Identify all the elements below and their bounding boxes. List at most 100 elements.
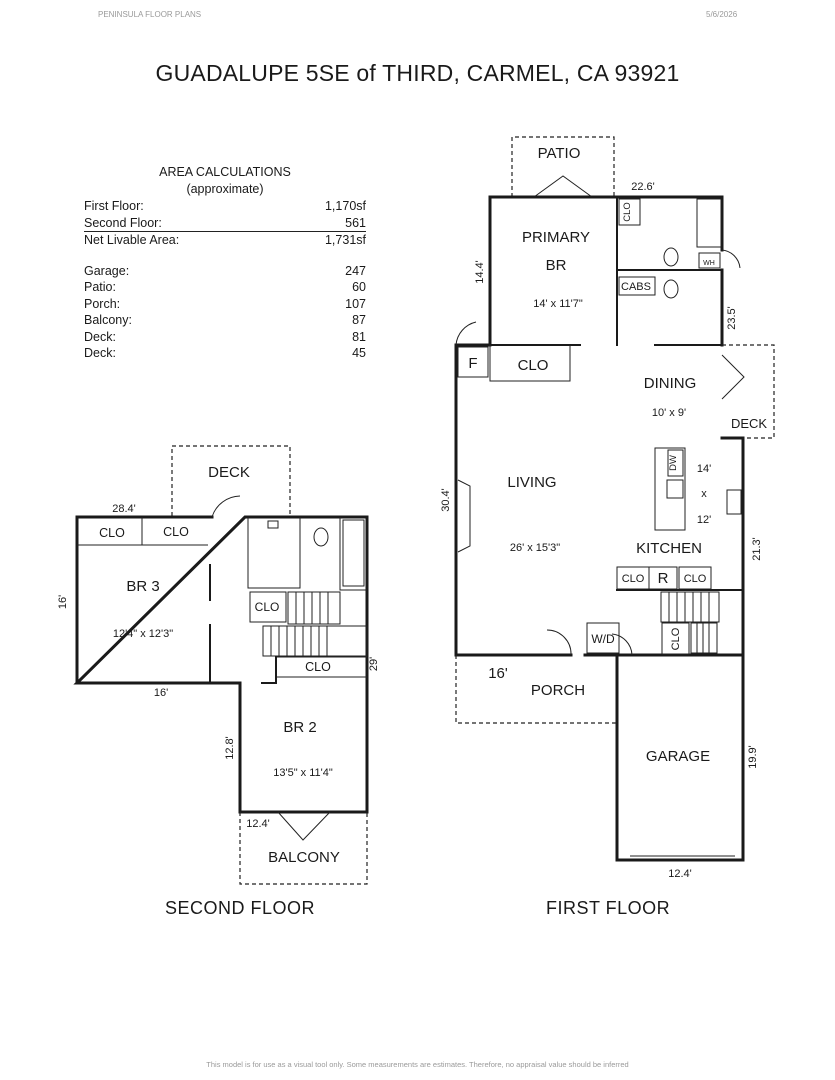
ff-refrigerator-label: R bbox=[658, 570, 669, 587]
area-row-label: Net Livable Area: bbox=[84, 233, 180, 247]
ff-bath-door bbox=[721, 249, 741, 269]
sf-deck-label: DECK bbox=[208, 464, 250, 481]
area-extra-label: Deck: bbox=[84, 329, 116, 344]
ff-wh-label: WH bbox=[703, 260, 715, 267]
sf-stairs bbox=[262, 591, 368, 657]
ff-living-size: 26' x 15'3" bbox=[510, 542, 560, 554]
area-extra-label: Balcony: bbox=[84, 313, 132, 327]
ff-dining-size: 10' x 9' bbox=[652, 407, 686, 419]
area-heading: AREA CALCULATIONS bbox=[159, 165, 291, 179]
ff-entry-door bbox=[455, 321, 477, 346]
first-floor-title: FIRST FLOOR bbox=[546, 898, 671, 918]
sf-deck-outline bbox=[171, 445, 291, 516]
ff-interior-wall bbox=[489, 196, 723, 346]
area-extra-row: Balcony: 87 bbox=[84, 312, 366, 329]
area-extra-row: Deck: 81 bbox=[84, 329, 366, 346]
area-extra-label: Porch: bbox=[84, 296, 121, 311]
sf-br2-name: BR 2 bbox=[283, 719, 316, 736]
ff-kitchen-size-b: 12' bbox=[697, 514, 711, 526]
ff-primary-closet bbox=[618, 198, 641, 226]
sf-dim-right: 29' bbox=[368, 657, 380, 671]
ff-patio-outline bbox=[511, 136, 615, 197]
ff-wall bbox=[615, 588, 745, 862]
area-row-value: 1,731sf bbox=[324, 233, 366, 247]
first-floor-plan: PATIO 22.6' CLO PRIMARY BR 14' x 11'7" 1… bbox=[440, 136, 775, 880]
sf-dim-left: 16' bbox=[57, 595, 69, 609]
sf-deck-door bbox=[211, 495, 241, 518]
area-row-value: 1,170sf bbox=[324, 199, 366, 213]
area-extra-row: Patio: 60 bbox=[84, 279, 366, 296]
area-row-label: First Floor: bbox=[84, 199, 144, 213]
ff-washer-dryer bbox=[586, 622, 620, 654]
sf-hall-closet bbox=[249, 591, 287, 623]
ff-garage-door-swing bbox=[611, 633, 633, 656]
ff-f-box bbox=[457, 346, 489, 378]
ff-wd-label: W/D bbox=[591, 632, 615, 646]
area-extra-value: 81 bbox=[352, 329, 366, 344]
sf-br2-closet bbox=[276, 656, 367, 678]
ff-range bbox=[726, 489, 742, 515]
ff-dim-top: 22.6' bbox=[631, 181, 655, 193]
sf-hall-closet-label: CLO bbox=[255, 600, 280, 614]
sf-balcony-outline bbox=[239, 812, 368, 885]
area-extra-value: 60 bbox=[352, 280, 366, 294]
ff-kitchen-island bbox=[654, 447, 686, 531]
sf-closet-label: CLO bbox=[99, 526, 125, 540]
disclaimer-footer: This model is for use as a visual tool o… bbox=[206, 1060, 629, 1069]
ff-primary-name-2: BR bbox=[546, 257, 567, 274]
sf-br3-size: 12'4" x 12'3" bbox=[113, 628, 173, 640]
ff-dim-primary-left: 14.4' bbox=[474, 260, 486, 284]
ff-wall bbox=[488, 195, 724, 252]
ff-kitchen-closet-label: CLO bbox=[622, 573, 645, 585]
area-row-value: 561 bbox=[345, 215, 366, 230]
ff-kitchen-size-x: x bbox=[701, 488, 707, 500]
ff-living-closet-label: CLO bbox=[518, 357, 549, 374]
sf-br2-closet-label: CLO bbox=[305, 660, 331, 674]
ff-porch-outline bbox=[455, 655, 617, 724]
area-extra-value: 247 bbox=[345, 263, 366, 278]
ff-deck-outline bbox=[722, 344, 775, 439]
page-title: GUADALUPE 5SE of THIRD, CARMEL, CA 93921 bbox=[155, 60, 680, 86]
ff-cabs-label: CABS bbox=[621, 281, 651, 293]
sf-sink-icon bbox=[267, 520, 279, 529]
second-floor-title: SECOND FLOOR bbox=[165, 898, 316, 918]
area-extra-row: Porch:107 bbox=[84, 296, 366, 313]
ff-water-heater bbox=[698, 252, 721, 269]
ff-shower bbox=[696, 198, 722, 248]
ff-living-name: LIVING bbox=[507, 474, 556, 491]
area-extra-value: 45 bbox=[352, 346, 366, 360]
sf-bath-walls bbox=[247, 517, 367, 591]
area-calculations-table: AREA CALCULATIONS (approximate) First Fl… bbox=[84, 164, 366, 362]
sf-shower bbox=[342, 519, 365, 587]
sf-balcony-label: BALCONY bbox=[268, 849, 340, 866]
sf-closet-label: CLO bbox=[163, 525, 189, 539]
area-row: First Floor: 1,170sf bbox=[84, 198, 366, 215]
area-extra-label: Deck: bbox=[84, 346, 116, 360]
ff-primary-name-1: PRIMARY bbox=[522, 229, 590, 246]
ff-dw-label: DW bbox=[668, 455, 679, 471]
ff-deck-door bbox=[721, 354, 745, 400]
company-header: PENINSULA FLOOR PLANS bbox=[98, 10, 202, 19]
area-row-label: Second Floor: bbox=[84, 215, 162, 230]
sf-closet-lines bbox=[77, 517, 208, 546]
area-extra-label: Patio: bbox=[84, 280, 116, 294]
ff-sink bbox=[666, 479, 684, 499]
ff-stair-closet-label: CLO bbox=[670, 627, 682, 650]
ff-primary-closet-label: CLO bbox=[622, 202, 633, 222]
ff-fireplace bbox=[457, 479, 471, 553]
date-header: 5/6/2026 bbox=[706, 10, 738, 19]
ff-stairs bbox=[660, 591, 720, 654]
ff-primary-size: 14' x 11'7" bbox=[533, 298, 583, 310]
sf-br3-name: BR 3 bbox=[126, 578, 159, 595]
ff-toilet-icon bbox=[663, 279, 679, 299]
second-floor-plan: 28.4' DECK CLO CLO BR 3 12'4" x 12'3" 16… bbox=[57, 445, 380, 885]
ff-living-closet bbox=[489, 345, 571, 382]
sf-dim-top: 28.4' bbox=[112, 503, 136, 515]
ff-kitchen-size-a: 14' bbox=[697, 463, 711, 475]
ff-cabinets bbox=[618, 276, 656, 296]
ff-porch-door bbox=[546, 629, 572, 656]
area-row-total: Net Livable Area: 1,731sf bbox=[84, 232, 366, 249]
area-extra-value: 87 bbox=[352, 313, 366, 327]
ff-patio-door bbox=[533, 175, 593, 198]
